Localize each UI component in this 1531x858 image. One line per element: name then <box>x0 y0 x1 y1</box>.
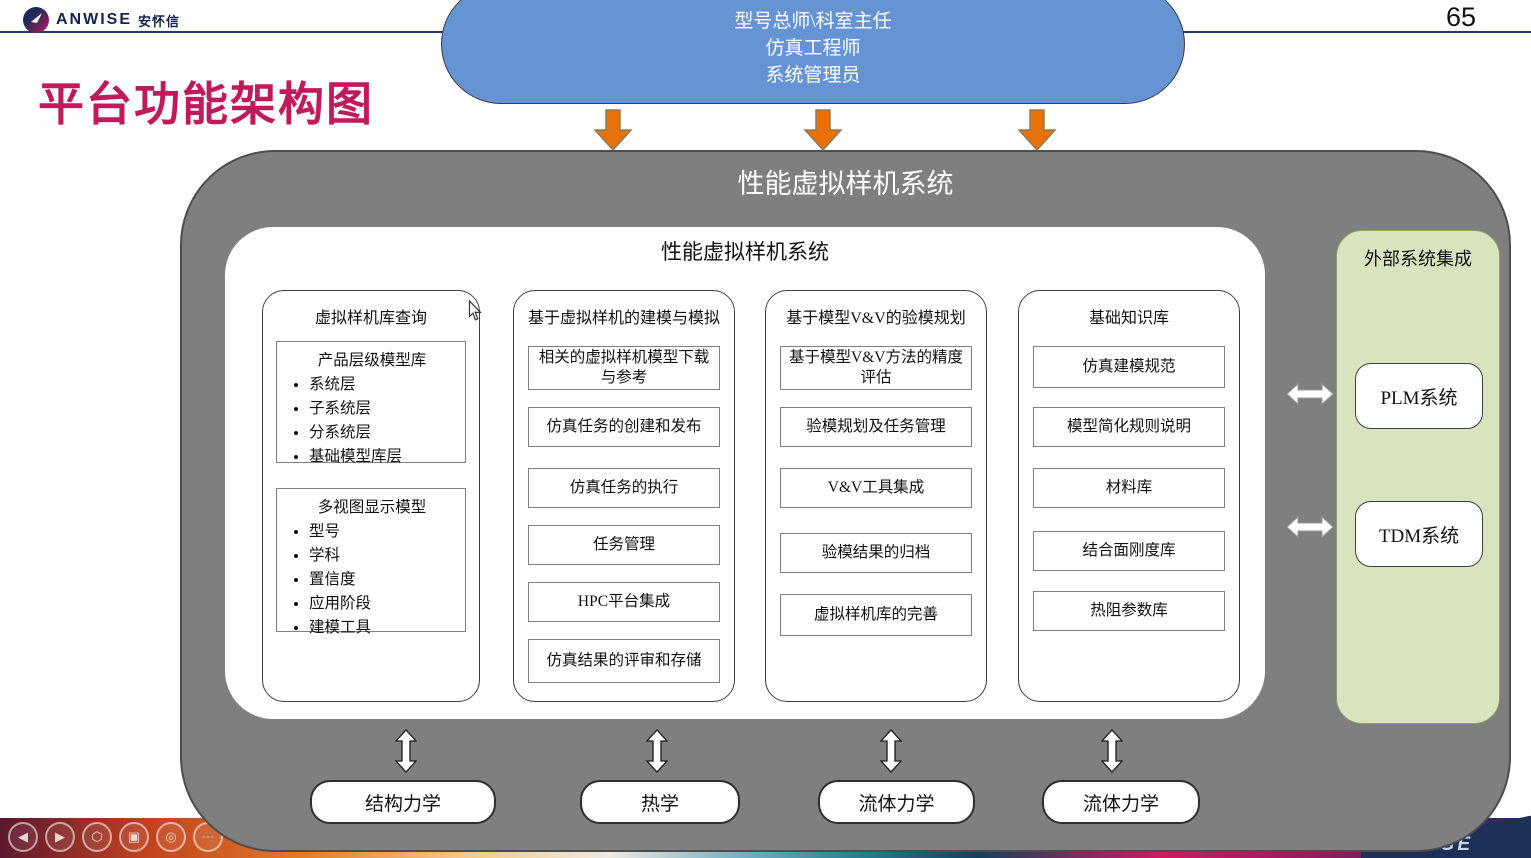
function-item: 虚拟样机库的完善 <box>780 594 972 636</box>
down-arrow-icon <box>593 109 633 151</box>
hexagon-icon: ⬡ <box>91 829 103 844</box>
bullet-item: 子系统层 <box>309 396 461 418</box>
bullet-item: 建模工具 <box>309 615 461 637</box>
double-arrow-vertical-icon <box>880 729 902 773</box>
double-arrow-horizontal-icon <box>1286 383 1334 405</box>
discipline-fluid-mechanics: 流体力学 <box>818 780 975 824</box>
function-item: 基于模型V&V方法的精度评估 <box>780 346 972 390</box>
bullet-item: 分系统层 <box>309 420 461 442</box>
logo-text: ANWISE <box>56 11 132 28</box>
actor-role-1: 型号总师\科室主任 <box>734 11 892 32</box>
logo-suffix: 安怀信 <box>138 13 181 29</box>
function-item: 相关的虚拟样机模型下载与参考 <box>528 346 720 390</box>
function-item: 仿真结果的评审和存储 <box>528 639 720 683</box>
function-item: 仿真任务的创建和发布 <box>528 407 720 447</box>
next-icon: ▶ <box>55 829 65 844</box>
function-item: 结合面刚度库 <box>1033 531 1225 571</box>
group-product-model-library: 产品层级模型库 系统层 子系统层 分系统层 基础模型库层 <box>276 341 466 466</box>
external-systems-panel: 外部系统集成 PLM系统 TDM系统 <box>1336 230 1500 724</box>
discipline-thermal: 热学 <box>580 780 740 824</box>
more-button[interactable]: ⋯ <box>193 822 223 852</box>
column-knowledge-base: 基础知识库 仿真建模规范 模型简化规则说明 材料库 结合面刚度库 热阻参数库 <box>1018 290 1240 702</box>
more-icon: ⋯ <box>201 829 215 844</box>
discipline-fluid-mechanics-2: 流体力学 <box>1042 780 1200 824</box>
bullet-item: 型号 <box>309 519 461 541</box>
function-item: 材料库 <box>1033 468 1225 508</box>
bullet-item: 学科 <box>309 543 461 565</box>
function-item: 仿真任务的执行 <box>528 468 720 508</box>
down-arrow-icon <box>803 109 843 151</box>
column-vv-validation-planning: 基于模型V&V的验模规划 基于模型V&V方法的精度评估 验模规划及任务管理 V&… <box>765 290 987 702</box>
anwise-logo-icon <box>23 7 49 33</box>
column-title: 基于虚拟样机的建模与模拟 <box>527 310 720 327</box>
prev-icon: ◀ <box>18 829 28 844</box>
column-title: 基础知识库 <box>1088 310 1169 327</box>
column-prototype-library-query: 虚拟样机库查询 产品层级模型库 系统层 子系统层 分系统层 基础模型库层 多视图… <box>262 290 480 702</box>
bullet-item: 置信度 <box>309 567 461 589</box>
page-number: 65 <box>1445 2 1476 32</box>
function-item: 热阻参数库 <box>1033 591 1225 631</box>
anwise-logo: ANWISE 安怀信 <box>22 6 180 34</box>
column-title: 虚拟样机库查询 <box>314 310 427 327</box>
double-arrow-vertical-icon <box>395 729 417 773</box>
double-arrow-vertical-icon <box>646 729 668 773</box>
bullet-list: 型号 学科 置信度 应用阶段 建模工具 <box>309 519 461 637</box>
prev-button[interactable]: ◀ <box>8 822 38 852</box>
function-item: 任务管理 <box>528 525 720 565</box>
plm-system-box: PLM系统 <box>1355 363 1483 429</box>
bullet-item: 基础模型库层 <box>309 444 461 466</box>
zoom-button[interactable]: ◎ <box>156 822 186 852</box>
function-item: 模型简化规则说明 <box>1033 407 1225 447</box>
function-item: 仿真建模规范 <box>1033 346 1225 388</box>
inner-system-title: 性能虚拟样机系统 <box>661 240 829 264</box>
bullet-item: 系统层 <box>309 372 461 394</box>
function-item: HPC平台集成 <box>528 582 720 622</box>
group-title: 产品层级模型库 <box>317 352 427 369</box>
frame-icon: ▣ <box>127 829 141 844</box>
column-title: 基于模型V&V的验模规划 <box>786 310 966 327</box>
actor-role-3: 系统管理员 <box>765 65 861 86</box>
mouse-cursor-icon <box>468 300 482 321</box>
viewer-controls: ◀ ▶ ⬡ ▣ ◎ ⋯ <box>8 822 223 852</box>
column-modeling-simulation: 基于虚拟样机的建模与模拟 相关的虚拟样机模型下载与参考 仿真任务的创建和发布 仿… <box>513 290 735 702</box>
hexagon-button[interactable]: ⬡ <box>82 822 112 852</box>
actor-roles-shape: 型号总师\科室主任 仿真工程师 系统管理员 <box>441 0 1185 104</box>
double-arrow-horizontal-icon <box>1286 516 1334 538</box>
down-arrow-icon <box>1017 109 1057 151</box>
function-item: V&V工具集成 <box>780 468 972 508</box>
external-systems-title: 外部系统集成 <box>1364 249 1472 269</box>
actor-role-2: 仿真工程师 <box>765 38 861 59</box>
function-item: 验模规划及任务管理 <box>780 407 972 447</box>
frame-button[interactable]: ▣ <box>119 822 149 852</box>
zoom-icon: ◎ <box>165 829 177 844</box>
page-title: 平台功能架构图 <box>38 78 374 130</box>
double-arrow-vertical-icon <box>1101 729 1123 773</box>
bullet-list: 系统层 子系统层 分系统层 基础模型库层 <box>309 372 461 466</box>
system-panel-title: 性能虚拟样机系统 <box>737 169 954 199</box>
group-multiview-model: 多视图显示模型 型号 学科 置信度 应用阶段 建模工具 <box>276 488 466 636</box>
discipline-structural-mechanics: 结构力学 <box>310 780 496 824</box>
bullet-item: 应用阶段 <box>309 591 461 613</box>
function-item: 验模结果的归档 <box>780 533 972 573</box>
tdm-system-box: TDM系统 <box>1355 501 1483 567</box>
group-title: 多视图显示模型 <box>317 499 427 516</box>
next-button[interactable]: ▶ <box>45 822 75 852</box>
